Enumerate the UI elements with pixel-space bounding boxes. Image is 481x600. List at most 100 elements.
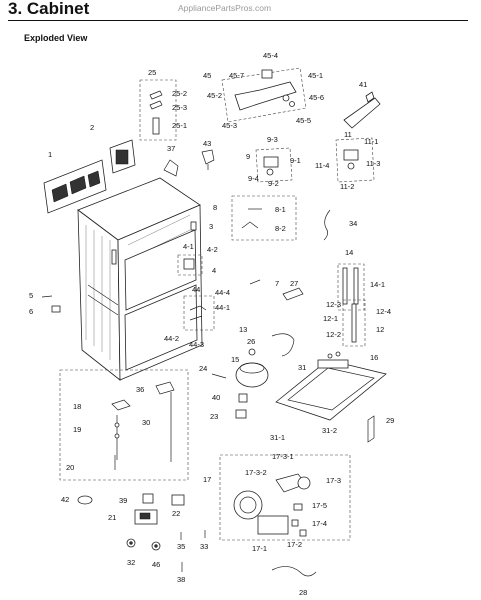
callout-12-2: 12-2: [326, 330, 341, 339]
part-25-hinge-assembly: [139, 79, 177, 141]
callout-12: 12: [376, 325, 384, 334]
part-9-module: [255, 147, 293, 183]
part-27-bracket: [282, 287, 304, 301]
callout-7: 7: [275, 279, 279, 288]
callout-17-2: 17-2: [287, 540, 302, 549]
callout-14: 14: [345, 248, 353, 257]
callout-25-2: 25-2: [172, 89, 187, 98]
callout-17-3-1: 17-3-1: [272, 452, 294, 461]
callout-11-4: 11-4: [315, 161, 329, 170]
callout-45-7: 45-7: [229, 71, 244, 80]
callout-23: 23: [210, 412, 218, 421]
callout-12-3: 12-3: [326, 300, 341, 309]
callout-42: 42: [61, 495, 69, 504]
callout-8-2: 8-2: [275, 224, 286, 233]
exploded-view-subtitle: Exploded View: [24, 33, 88, 43]
callout-1: 1: [48, 150, 52, 159]
callout-17-5: 17-5: [312, 501, 327, 510]
callout-12-4: 12-4: [376, 307, 391, 316]
part-14-bars: [337, 263, 365, 311]
callout-17: 17: [203, 475, 211, 484]
part-23-block: [235, 409, 247, 419]
callout-12-1: 12-1: [323, 314, 338, 323]
callout-44-4: 44-4: [215, 288, 230, 297]
callout-9-4: 9-4: [248, 174, 259, 183]
callout-14-1: 14-1: [370, 280, 385, 289]
callout-33: 33: [200, 542, 208, 551]
callout-8-1: 8-1: [275, 205, 286, 214]
part-32-grommet: [126, 538, 136, 548]
part-26-fitting: [248, 348, 256, 356]
callout-20: 20: [66, 463, 74, 472]
callout-9-3: 9-3: [267, 135, 278, 144]
part-4-bracket: [177, 254, 203, 276]
part-16-screws: [327, 351, 341, 359]
part-40-block: [238, 393, 248, 403]
part-drawings: [41, 67, 387, 577]
callout-40: 40: [212, 393, 220, 402]
part-44-group: [183, 295, 215, 331]
callout-15: 15: [231, 355, 239, 364]
callout-5: 5: [29, 291, 33, 300]
callout-44-2: 44-2: [164, 334, 179, 343]
callout-46: 46: [152, 560, 160, 569]
part-11-module: [335, 137, 375, 183]
part-6-fastener: [51, 305, 61, 313]
callout-45-1: 45-1: [308, 71, 323, 80]
callout-13: 13: [239, 325, 247, 334]
part-22-block: [171, 494, 185, 506]
callout-11: 11: [344, 130, 352, 139]
part-42-cap: [77, 495, 93, 505]
callout-43: 43: [203, 139, 211, 148]
callout-37: 37: [167, 144, 175, 153]
callout-9-2: 9-2: [268, 179, 279, 188]
callout-44-1: 44-1: [215, 303, 230, 312]
part-5-screw: [41, 295, 53, 298]
part-43-bracket: [201, 149, 215, 170]
part-18-clip: [111, 399, 131, 411]
callout-24: 24: [199, 364, 207, 373]
callout-6: 6: [29, 307, 33, 316]
part-2-label-plate: [109, 139, 136, 174]
part-31-base-plate: [275, 359, 387, 421]
callout-2: 2: [90, 123, 94, 132]
callout-44-3: 44-3: [189, 340, 204, 349]
callout-34: 34: [349, 219, 357, 228]
callout-31-2: 31-2: [322, 426, 337, 435]
callout-28: 28: [299, 588, 307, 597]
callout-21: 21: [108, 513, 116, 522]
callout-17-3: 17-3: [326, 476, 341, 485]
callout-11-3: 11-3: [366, 159, 380, 168]
callout-36: 36: [136, 385, 144, 394]
callout-4-1: 4-1: [183, 242, 194, 251]
callout-11-2: 11-2: [340, 182, 354, 191]
callout-25-3: 25-3: [172, 103, 187, 112]
callout-26: 26: [247, 337, 255, 346]
callout-45: 45: [203, 71, 211, 80]
part-19-tube: [114, 415, 120, 460]
part-3-clip: [190, 221, 197, 231]
part-45-top-hinge: [221, 67, 307, 123]
callout-4: 4: [212, 266, 216, 275]
part-37-bracket: [163, 159, 179, 177]
part-34-hose: [323, 209, 331, 241]
callout-27: 27: [290, 279, 298, 288]
callout-9: 9: [246, 152, 250, 161]
callout-45-4: 45-4: [263, 51, 278, 60]
callout-8: 8: [213, 203, 217, 212]
callout-44: 44: [192, 285, 200, 294]
callout-18: 18: [73, 402, 81, 411]
lower-parts-box: [59, 369, 189, 481]
callout-3: 3: [209, 222, 213, 231]
callout-45-2: 45-2: [207, 91, 222, 100]
callout-29: 29: [386, 416, 394, 425]
part-24-rod: [211, 373, 227, 379]
part-28-cable: [271, 566, 317, 577]
callout-30: 30: [142, 418, 150, 427]
part-1-label-panel: [43, 159, 107, 214]
part-41-rail: [343, 91, 381, 129]
callout-31: 31: [298, 363, 306, 372]
callout-31-1: 31-1: [270, 433, 285, 442]
